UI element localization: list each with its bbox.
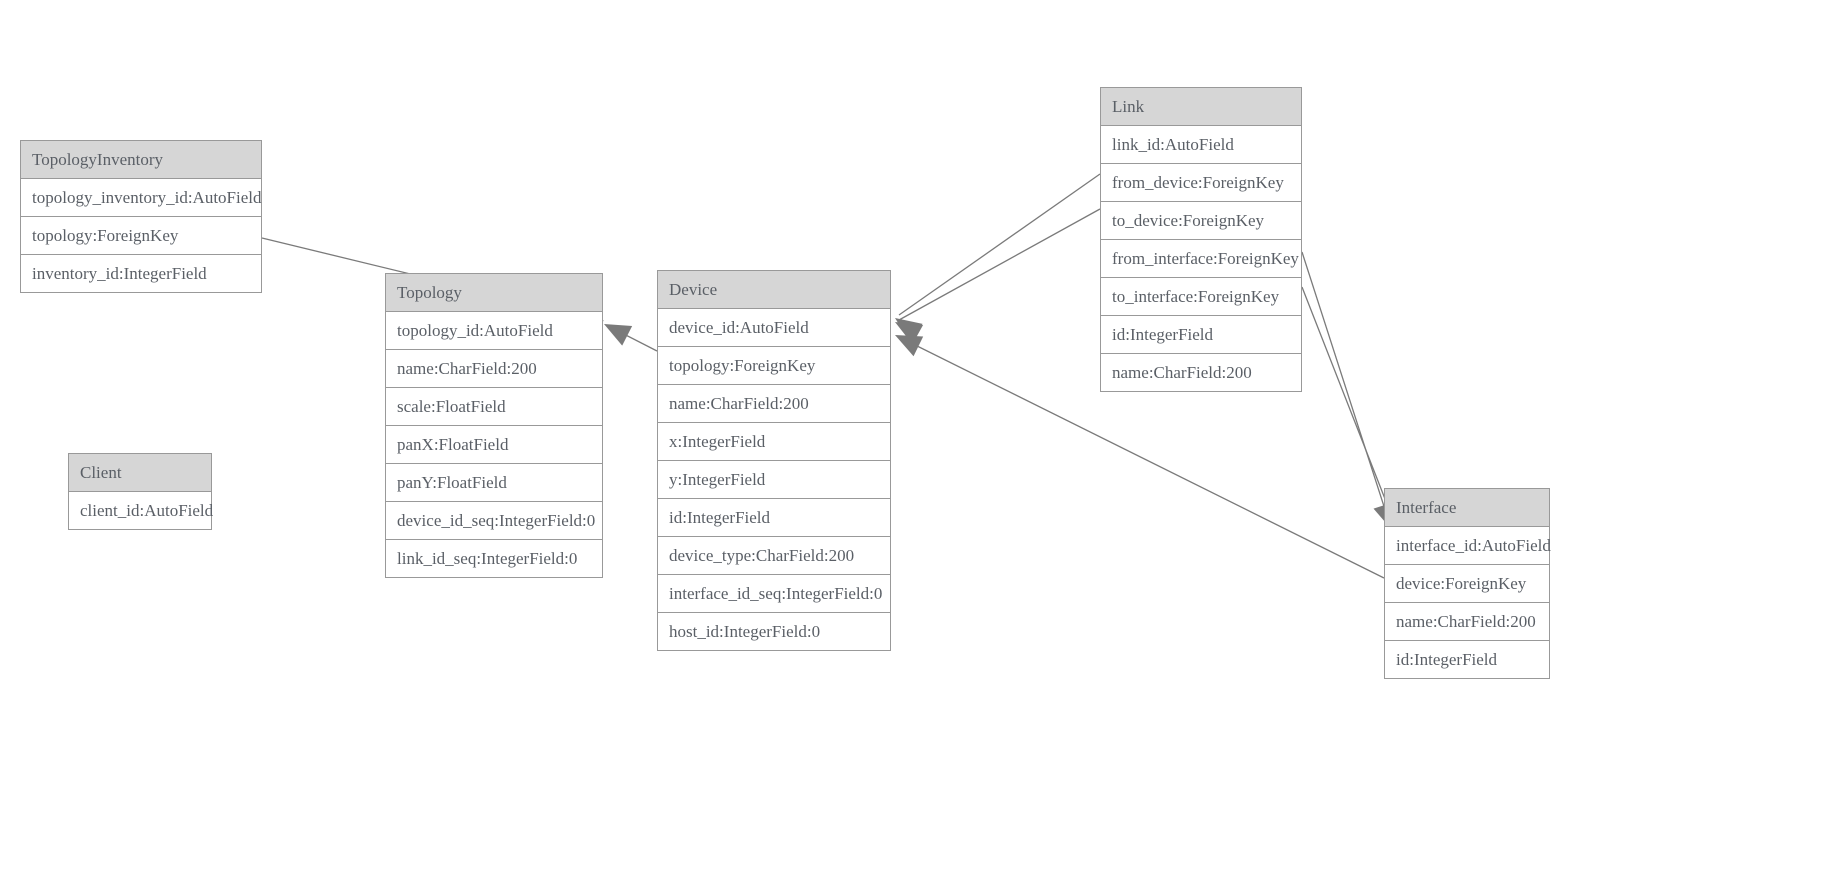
entity-title-device: Device	[658, 271, 890, 309]
entity-field: topology:ForeignKey	[21, 217, 261, 255]
entity-field: to_device:ForeignKey	[1101, 202, 1301, 240]
entity-field: device:ForeignKey	[1385, 565, 1549, 603]
relationship-link-from-device	[895, 173, 1101, 342]
entity-field: topology_inventory_id:AutoField	[21, 179, 262, 217]
entity-field: from_interface:ForeignKey	[1101, 240, 1301, 278]
entity-field: name:CharField:200	[1385, 603, 1549, 641]
entity-field: to_interface:ForeignKey	[1101, 278, 1301, 316]
entity-field: id:IntegerField	[1385, 641, 1549, 678]
relationship-line	[898, 208, 1101, 321]
relationship-line	[898, 173, 1101, 316]
entity-field: interface_id:AutoField	[1385, 527, 1551, 565]
entity-field: x:IntegerField	[658, 423, 890, 461]
entity-field: topology:ForeignKey	[658, 347, 890, 385]
entity-field: interface_id_seq:IntegerField:0	[658, 575, 890, 613]
entity-field: device_type:CharField:200	[658, 537, 890, 575]
entity-field: host_id:IntegerField:0	[658, 613, 890, 650]
entity-field: link_id:AutoField	[1101, 126, 1301, 164]
relationship-line	[1301, 286, 1397, 528]
relationship-link-to-device	[895, 208, 1101, 345]
entity-field: inventory_id:IntegerField	[21, 255, 261, 292]
entity-field: link_id_seq:IntegerField:0	[386, 540, 602, 577]
entity-title-topology_inventory: TopologyInventory	[21, 141, 261, 179]
relationship-line	[1301, 251, 1391, 526]
relationship-arrowhead	[604, 324, 633, 346]
relationship-device-topology	[604, 324, 658, 352]
entity-title-topology: Topology	[386, 274, 602, 312]
entity-field: name:CharField:200	[1101, 354, 1301, 391]
entity-field: device_id_seq:IntegerField:0	[386, 502, 602, 540]
entity-field: panY:FloatField	[386, 464, 602, 502]
entity-field: device_id:AutoField	[658, 309, 890, 347]
entity-title-client: Client	[69, 454, 211, 492]
entity-field: topology_id:AutoField	[386, 312, 602, 350]
entity-field: y:IntegerField	[658, 461, 890, 499]
relationship-arrowhead	[895, 335, 924, 357]
entity-title-interface: Interface	[1385, 489, 1549, 527]
entity-field: client_id:AutoField	[69, 492, 213, 529]
entity-field: name:CharField:200	[386, 350, 602, 388]
entity-field: id:IntegerField	[658, 499, 890, 537]
relationship-arrowhead	[895, 322, 924, 345]
relationship-line	[607, 325, 658, 352]
relationship-arrowhead	[895, 318, 923, 342]
entity-field: name:CharField:200	[658, 385, 890, 423]
entity-field: id:IntegerField	[1101, 316, 1301, 354]
entity-field: panX:FloatField	[386, 426, 602, 464]
entity-title-link: Link	[1101, 88, 1301, 126]
entity-field: scale:FloatField	[386, 388, 602, 426]
entity-field: from_device:ForeignKey	[1101, 164, 1301, 202]
